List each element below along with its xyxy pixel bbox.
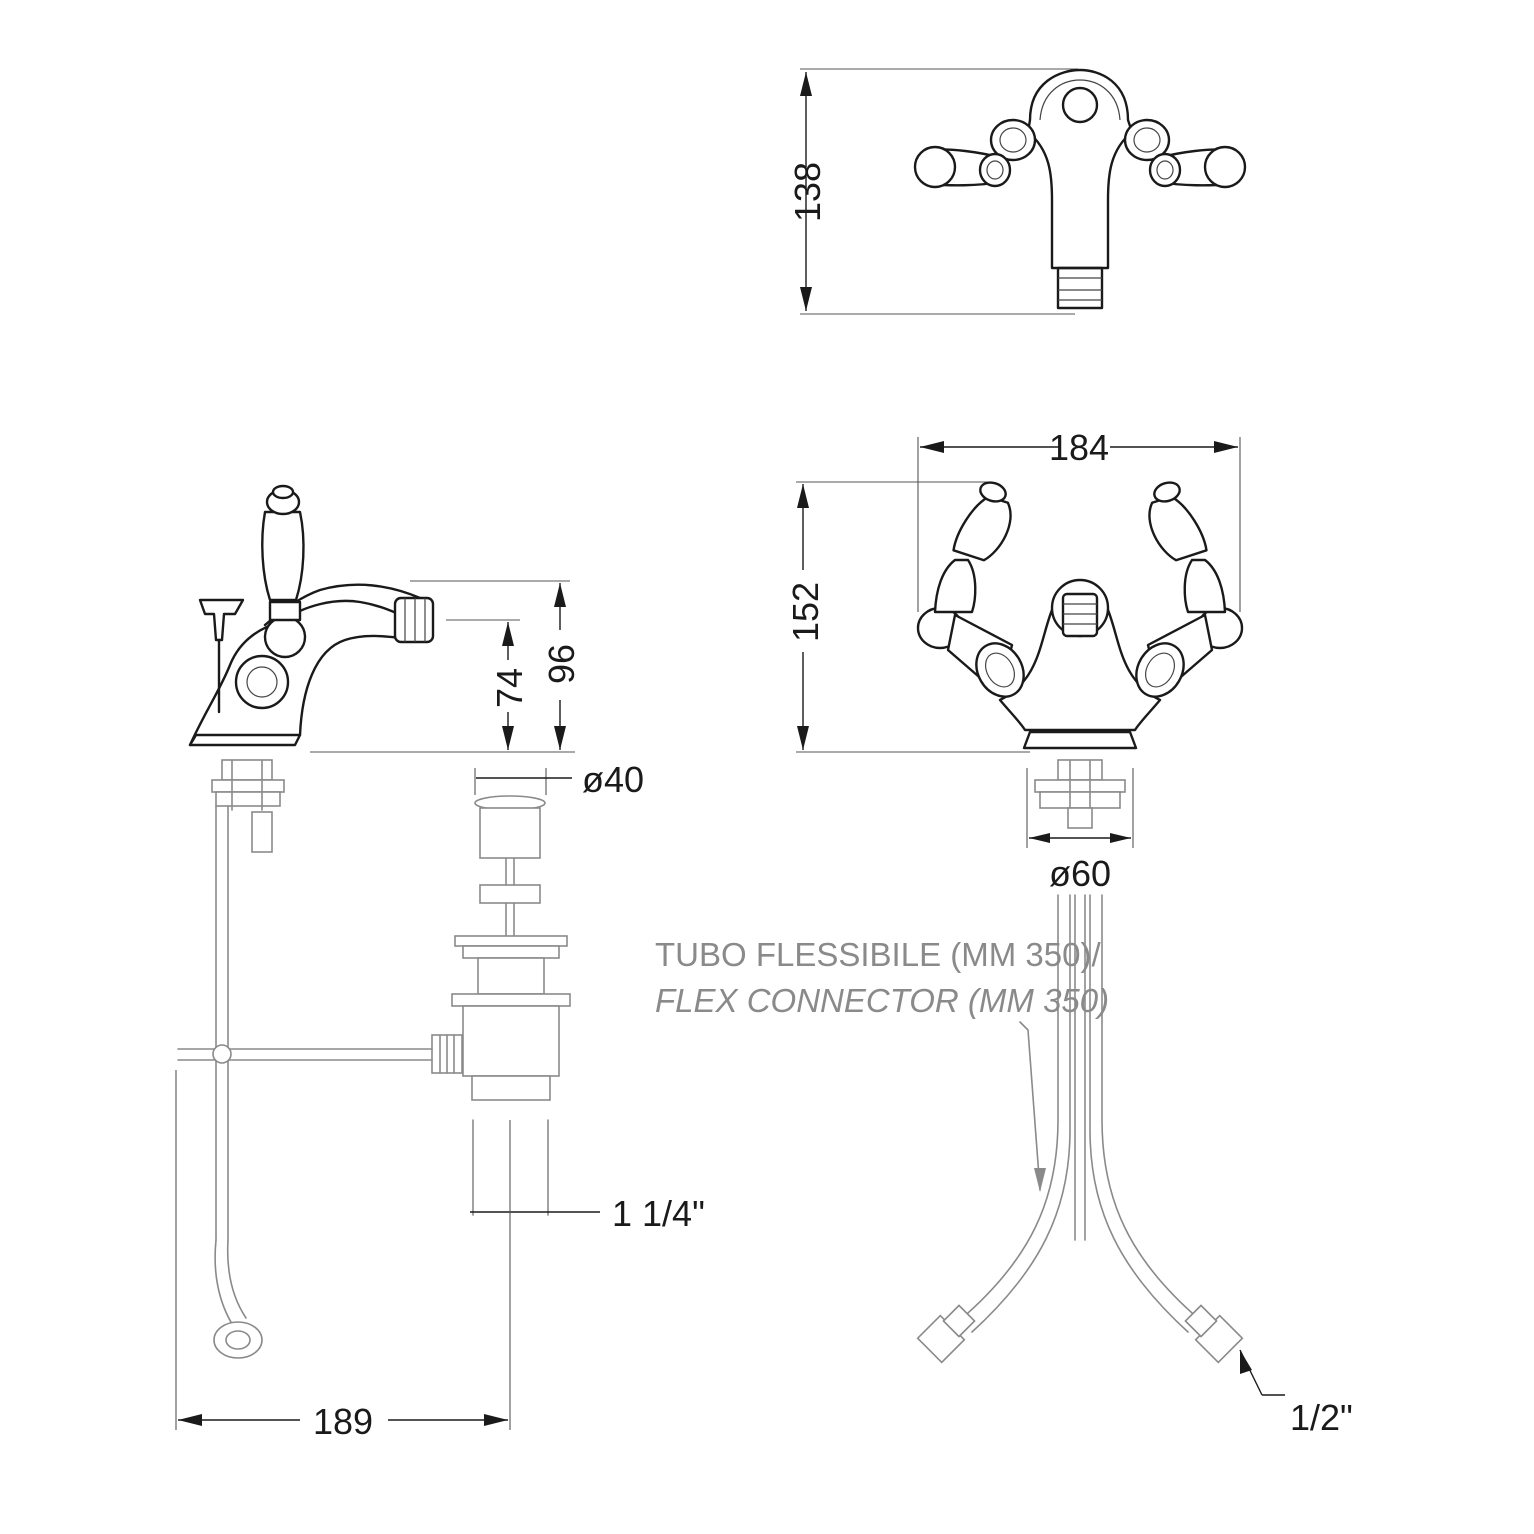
front-right-handle <box>1135 481 1244 698</box>
dim-front-width: 184 <box>1049 427 1109 468</box>
top-right-valve <box>1123 118 1247 189</box>
flex-hoses <box>916 894 1244 1364</box>
dim-base-diameter: ø60 <box>1049 853 1111 894</box>
front-left-handle <box>916 481 1025 698</box>
top-body-outline <box>1026 68 1134 270</box>
dim-front-height: 152 <box>785 582 826 642</box>
side-popup-knob <box>198 598 245 642</box>
popup-waste <box>177 795 571 1216</box>
side-fixing <box>211 759 285 1359</box>
front-fixing <box>1034 759 1126 829</box>
top-left-valve <box>913 118 1037 189</box>
dim-top-height: 138 <box>787 162 828 222</box>
dim-side-spout-height: 74 <box>489 668 530 708</box>
dim-waste-thread: 1 1/4" <box>612 1193 705 1234</box>
dim-side-depth: 189 <box>313 1401 373 1442</box>
dim-connector-thread: 1/2" <box>1290 1397 1353 1438</box>
side-view: 74 96 <box>175 484 705 1442</box>
front-base <box>1022 730 1138 750</box>
side-valve <box>234 654 290 710</box>
side-spout-nozzle <box>393 596 435 644</box>
top-center-cap <box>1061 86 1099 124</box>
side-handle <box>261 510 305 602</box>
dim-side-total-height: 96 <box>541 644 582 684</box>
note-hose-it: TUBO FLESSIBILE (MM 350)/ <box>655 936 1101 973</box>
dim-waste-diameter: ø40 <box>582 759 644 800</box>
front-view: 184 152 <box>655 427 1353 1438</box>
top-view: 138 <box>787 68 1247 315</box>
note-hose-en: FLEX CONNECTOR (MM 350) <box>655 982 1109 1019</box>
